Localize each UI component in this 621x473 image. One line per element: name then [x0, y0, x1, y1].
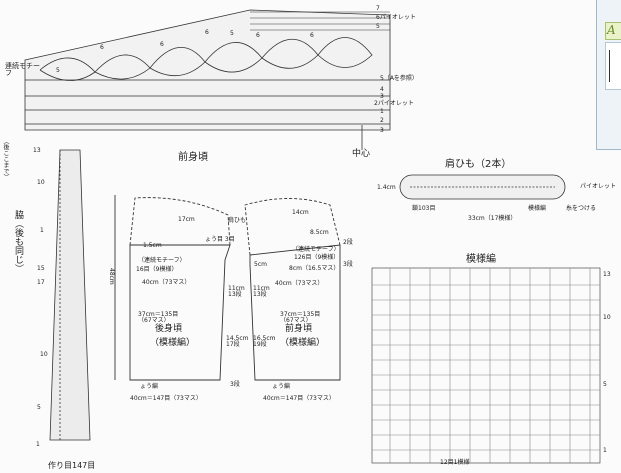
- back-motif-rows: 16目（9模様）: [136, 266, 178, 273]
- strap-picot: パイオレット: [580, 183, 617, 190]
- petal-number: 6: [310, 32, 314, 39]
- side-panel: A: [596, 0, 621, 150]
- side-number: 1: [36, 441, 40, 448]
- front-bottom: 40cm＝147目（73マス）: [263, 395, 335, 402]
- back-lower: 14.5cm 17段: [226, 335, 249, 348]
- back-strap-pick: ょう目 3目: [205, 236, 235, 243]
- strap-chain: 鎖103目: [412, 205, 436, 212]
- front-motif: （連続モチーフ）: [292, 246, 340, 253]
- yoke-label: 1: [380, 108, 384, 115]
- front-side: 8cm（16.5マス）: [289, 265, 340, 272]
- front-body-outline: [244, 198, 341, 381]
- strap-diagram: [399, 174, 566, 200]
- yoke-label: 3: [380, 127, 384, 134]
- petal-number: 6: [100, 44, 104, 51]
- front-shoulder: 5cm: [254, 261, 267, 268]
- center-label: 中心: [352, 149, 371, 159]
- front-strap-len: 14cm: [292, 209, 309, 216]
- top-label: 7: [376, 5, 380, 12]
- panel-toolbar-button[interactable]: [605, 22, 621, 40]
- side-label: 脇（後も同じ）: [13, 210, 23, 273]
- back-inner: 11cm 13段: [228, 285, 245, 298]
- back-motif: （連続モチーフ）: [138, 257, 186, 264]
- petal-number: 6: [160, 41, 164, 48]
- pattern-title: 模様編: [466, 254, 496, 265]
- strap-length: 33cm（17模様）: [468, 215, 517, 222]
- yoke-label: 4: [380, 86, 384, 93]
- petal-number: 5: [230, 30, 234, 37]
- strap-attach: 糸をつける: [566, 205, 597, 212]
- yoke-band: [24, 9, 391, 131]
- panel-a-icon: A: [607, 23, 616, 37]
- back-bottom: 40cm＝147目（73マス）: [130, 395, 202, 402]
- back-body-width: 37cm＝135目 （67マス）: [138, 311, 179, 324]
- strap-title: 肩ひも（2本）: [445, 159, 512, 170]
- yoke-label: 2: [380, 117, 384, 124]
- front-chest: 40cm（73マス）: [275, 280, 324, 287]
- motif-label: 連続モチーフ: [5, 62, 40, 77]
- side-number: 10: [40, 351, 48, 358]
- front-dan: 3段: [343, 261, 353, 268]
- side-number: 15: [37, 265, 45, 272]
- side-number: 17: [37, 279, 45, 286]
- strap-pattern: 模様編: [528, 205, 547, 212]
- front-body-title: 前身頃: [178, 152, 208, 163]
- text-caret: [609, 50, 610, 82]
- front-two-dan: 2段: [343, 239, 353, 246]
- yoke-label: 3: [380, 93, 384, 100]
- shoulder-strap-label: 肩ひも: [228, 217, 247, 224]
- back-chest: 40cm（73マス）: [142, 279, 191, 286]
- yoke-label: 2パイオレット: [374, 100, 414, 107]
- top-label: 5: [376, 23, 380, 30]
- top-label: 6パイオレット: [376, 14, 416, 21]
- petal-number: 6: [256, 32, 260, 39]
- pattern-row: 5: [603, 381, 607, 388]
- back-strap-len: 17cm: [178, 216, 195, 223]
- back-height: 48cm: [108, 268, 115, 285]
- side-number: 10: [37, 179, 45, 186]
- pattern-grid: [371, 267, 601, 464]
- petal-number: 5: [56, 67, 60, 74]
- back-body-label: 後身頃: [155, 324, 183, 334]
- pattern-row: 1: [603, 447, 607, 454]
- front-lower: 16.5cm 19段: [253, 335, 276, 348]
- side-note: （後ここまで）: [2, 138, 9, 180]
- petal-number: 6: [205, 29, 209, 36]
- panel-text-field[interactable]: [605, 42, 621, 90]
- side-number: 13: [33, 147, 41, 154]
- pattern-row: 13: [603, 271, 611, 278]
- side-number: 1: [40, 227, 44, 234]
- back-width-top: 1.5cm: [143, 242, 162, 249]
- front-yo: ょう編: [272, 383, 291, 390]
- back-body-outline: [114, 195, 231, 381]
- start-label: 作り目147目: [48, 461, 96, 470]
- back-yo: ょう編: [140, 383, 159, 390]
- side-number: 5: [37, 404, 41, 411]
- pattern-bottom: 12目1模様: [440, 459, 470, 466]
- back-body-sub: （模様編）: [150, 338, 196, 348]
- front-width-top: 8.5cm: [310, 229, 329, 236]
- front-motif-rows: 126目（9模様）: [294, 254, 340, 261]
- front-inner: 11cm 13段: [253, 285, 270, 298]
- pattern-row: 10: [603, 314, 611, 321]
- front-body-sub: （模様編）: [280, 338, 326, 348]
- front-body-width: 37cm＝135目 （67マス）: [280, 311, 321, 324]
- strap-height: 1.4cm: [377, 184, 396, 191]
- front-body-label: 前身頃: [285, 324, 313, 334]
- side-strip: [49, 149, 91, 441]
- back-dan: 3段: [230, 381, 240, 388]
- yoke-label: 5（Aを参照）: [380, 75, 418, 82]
